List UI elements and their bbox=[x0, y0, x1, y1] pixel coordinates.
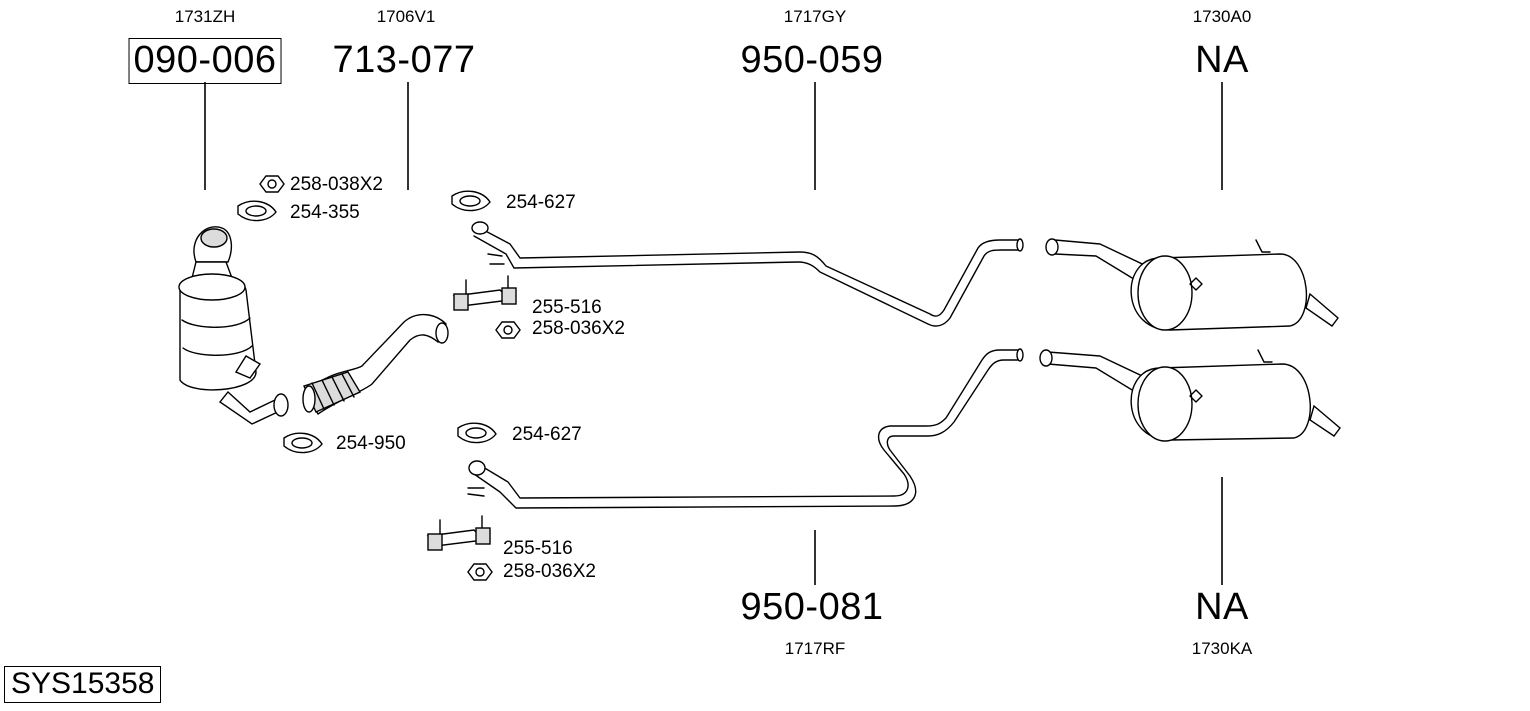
bracket-icon-top bbox=[452, 275, 517, 311]
nut-icon-top bbox=[495, 321, 521, 339]
oem-code-catalyst: 1731ZH bbox=[174, 7, 236, 26]
part-number-flex-pipe[interactable]: 713-077 bbox=[332, 39, 476, 81]
nut-icon-bottom bbox=[467, 563, 493, 581]
center-pipe-bottom-part bbox=[467, 348, 1024, 509]
fitting-nut-top[interactable]: 258-036X2 bbox=[532, 318, 625, 339]
nut-icon-catalyst bbox=[259, 175, 285, 193]
center-pipe-top-part bbox=[471, 221, 1024, 327]
bracket-icon-bottom bbox=[426, 515, 491, 551]
oem-code-rear-silencer-bottom: 1730KA bbox=[1191, 639, 1253, 658]
part-number-catalyst[interactable]: 090-006 bbox=[128, 38, 282, 84]
oem-code-flex-pipe: 1706V1 bbox=[376, 7, 436, 26]
rear-silencer-top-part bbox=[1045, 238, 1339, 331]
fitting-nut-bottom[interactable]: 258-036X2 bbox=[503, 561, 596, 582]
system-id-label: SYS15358 bbox=[4, 666, 162, 703]
part-number-rear-silencer-bottom[interactable]: NA bbox=[1195, 586, 1249, 628]
rear-silencer-bottom-part bbox=[1039, 349, 1341, 442]
clamp-icon-top bbox=[451, 190, 491, 212]
oem-code-center-pipe-top: 1717GY bbox=[783, 7, 847, 26]
part-number-center-pipe-bottom[interactable]: 950-081 bbox=[740, 586, 884, 628]
fitting-clamp-top[interactable]: 254-627 bbox=[506, 192, 576, 213]
clamp-icon-flex bbox=[283, 432, 323, 454]
oem-code-rear-silencer-top: 1730A0 bbox=[1192, 7, 1252, 26]
part-number-rear-silencer-top[interactable]: NA bbox=[1195, 39, 1249, 81]
part-number-center-pipe-top[interactable]: 950-059 bbox=[740, 39, 884, 81]
flex-pipe-part bbox=[302, 314, 449, 416]
fitting-clamp-bottom[interactable]: 254-627 bbox=[512, 424, 582, 445]
fitting-nut-catalyst[interactable]: 258-038X2 bbox=[290, 174, 383, 195]
fitting-bracket-bottom[interactable]: 255-516 bbox=[503, 538, 573, 559]
oem-code-center-pipe-bottom: 1717RF bbox=[784, 639, 846, 658]
fitting-clamp-catalyst[interactable]: 254-355 bbox=[290, 202, 360, 223]
catalyst-part bbox=[178, 226, 289, 425]
fitting-clamp-flex[interactable]: 254-950 bbox=[336, 433, 406, 454]
clamp-icon-catalyst bbox=[237, 200, 277, 222]
clamp-icon-bottom bbox=[457, 422, 497, 444]
fitting-bracket-top[interactable]: 255-516 bbox=[532, 297, 602, 318]
